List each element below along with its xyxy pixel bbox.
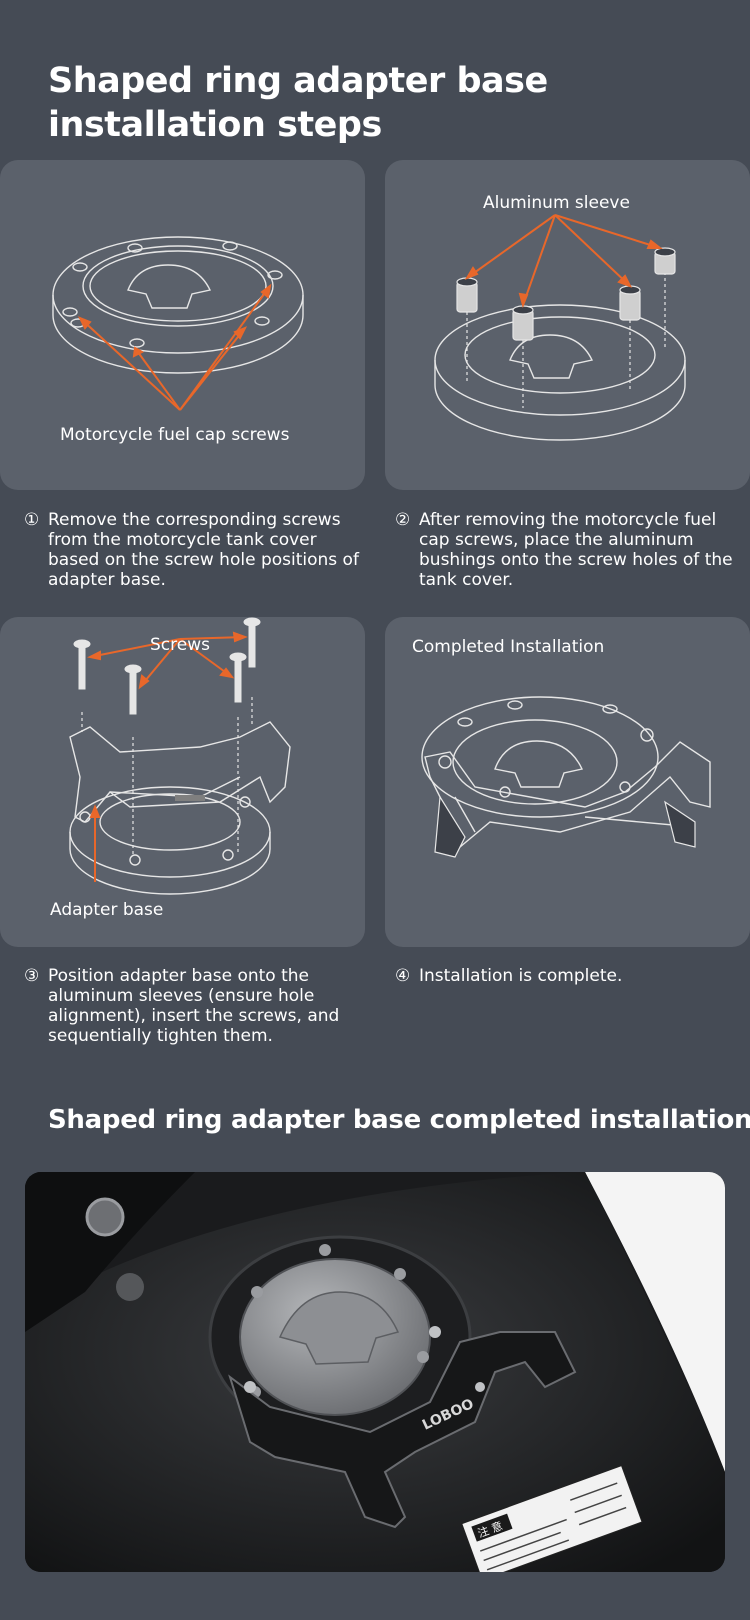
page-title: Shaped ring adapter base installation st… [48,61,548,146]
step-3-number: ③ [24,966,40,986]
step-3-illustration: Screws Adapter base [0,617,365,947]
installation-photo: LOBOO 注 意 [25,1172,725,1572]
step-1-illustration: Motorcycle fuel cap screws [0,160,365,490]
section-title: Shaped ring adapter base completed insta… [48,1105,750,1135]
screws-adapter-diagram [69,617,291,895]
screws-label: Screws [150,635,210,655]
completed-installation-label: Completed Installation [412,637,605,657]
adapter-base-label: Adapter base [50,900,164,920]
completed-installation-diagram [421,696,711,858]
step-2-text: ② After removing the motorcycle fuel cap… [395,510,733,590]
step-1-number: ① [24,510,40,530]
step-2-number: ② [395,510,411,530]
fuel-cap-screws-diagram [52,236,304,411]
step-4-illustration: Completed Installation [385,617,750,947]
step-2-illustration: Aluminum sleeve [385,160,750,490]
step-1-text: ① Remove the corresponding screws from t… [24,510,359,590]
fuel-cap-screws-label: Motorcycle fuel cap screws [60,425,290,445]
step-4-text: ④ Installation is complete. [395,966,623,986]
aluminum-sleeve-diagram [434,214,686,441]
step-4-number: ④ [395,966,411,986]
installed-adapter-photo: LOBOO 注 意 [25,1172,725,1572]
aluminum-sleeve-label: Aluminum sleeve [483,193,630,213]
step-3-text: ③ Position adapter base onto the aluminu… [24,966,340,1046]
